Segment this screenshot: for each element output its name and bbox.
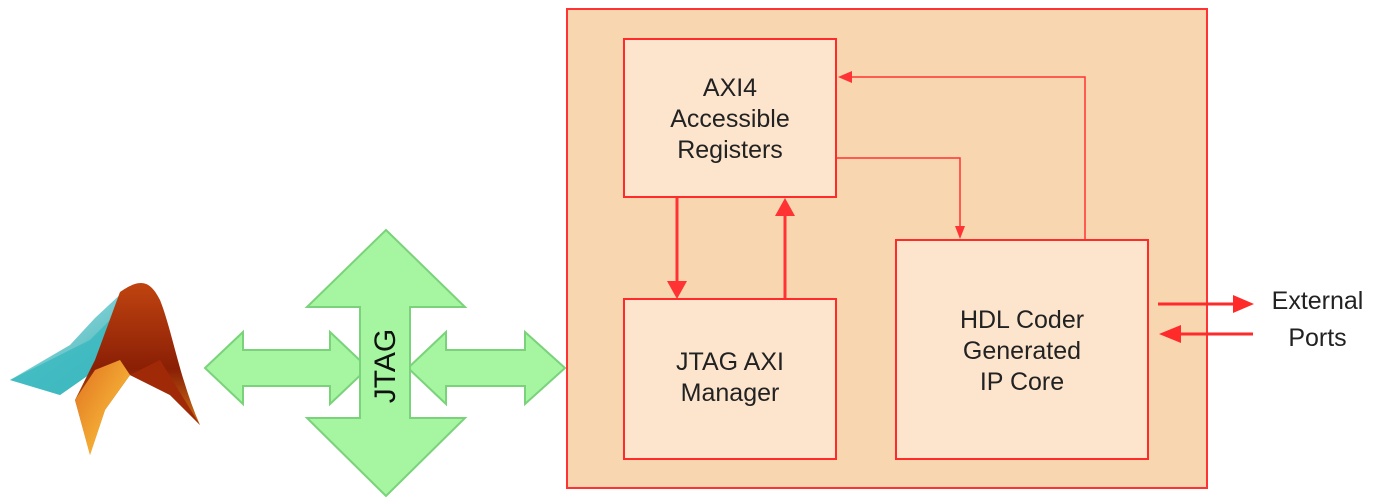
registers-label-line2: Accessible <box>670 105 790 133</box>
ip-core-label: HDL Coder Generated IP Core <box>896 305 1148 398</box>
ip-core-label-line2: Generated <box>962 337 1082 365</box>
registers-label-line1: AXI4 <box>702 74 758 102</box>
manager-to-registers-arrowhead <box>775 198 795 216</box>
ip-core-block <box>895 239 1149 460</box>
vertical-double-arrow <box>304 228 468 498</box>
registers-to-ipcore-connector <box>837 157 961 228</box>
ip-core-label-line1: HDL Coder <box>959 306 1085 334</box>
external-ports-line1: External <box>1271 287 1364 315</box>
manager-block <box>623 298 837 460</box>
manager-label-line2: Manager <box>680 379 780 407</box>
ipcore-to-registers-connector <box>850 76 1086 239</box>
manager-label-line1: JTAG AXI <box>676 348 784 376</box>
external-out-arrowhead <box>1233 295 1254 313</box>
registers-to-ipcore-arrowhead <box>955 226 965 239</box>
registers-to-manager-arrowhead <box>667 281 687 299</box>
external-in-arrowhead <box>1159 325 1181 343</box>
left-double-arrow <box>203 329 370 407</box>
registers-label-line3: Registers <box>677 136 783 164</box>
external-ports-line2: Ports <box>1288 324 1347 352</box>
registers-label: AXI4 Accessible Registers <box>624 73 836 166</box>
ipcore-to-registers-arrowhead <box>838 71 852 83</box>
right-double-arrow <box>406 329 567 407</box>
registers-block <box>623 38 837 198</box>
ip-core-label-line3: IP Core <box>979 368 1065 396</box>
manager-label: JTAG AXI Manager <box>624 347 836 409</box>
jtag-label: JTAG <box>369 328 402 404</box>
matlab-logo-icon <box>10 282 200 455</box>
external-ports-label: External Ports <box>1255 286 1380 354</box>
